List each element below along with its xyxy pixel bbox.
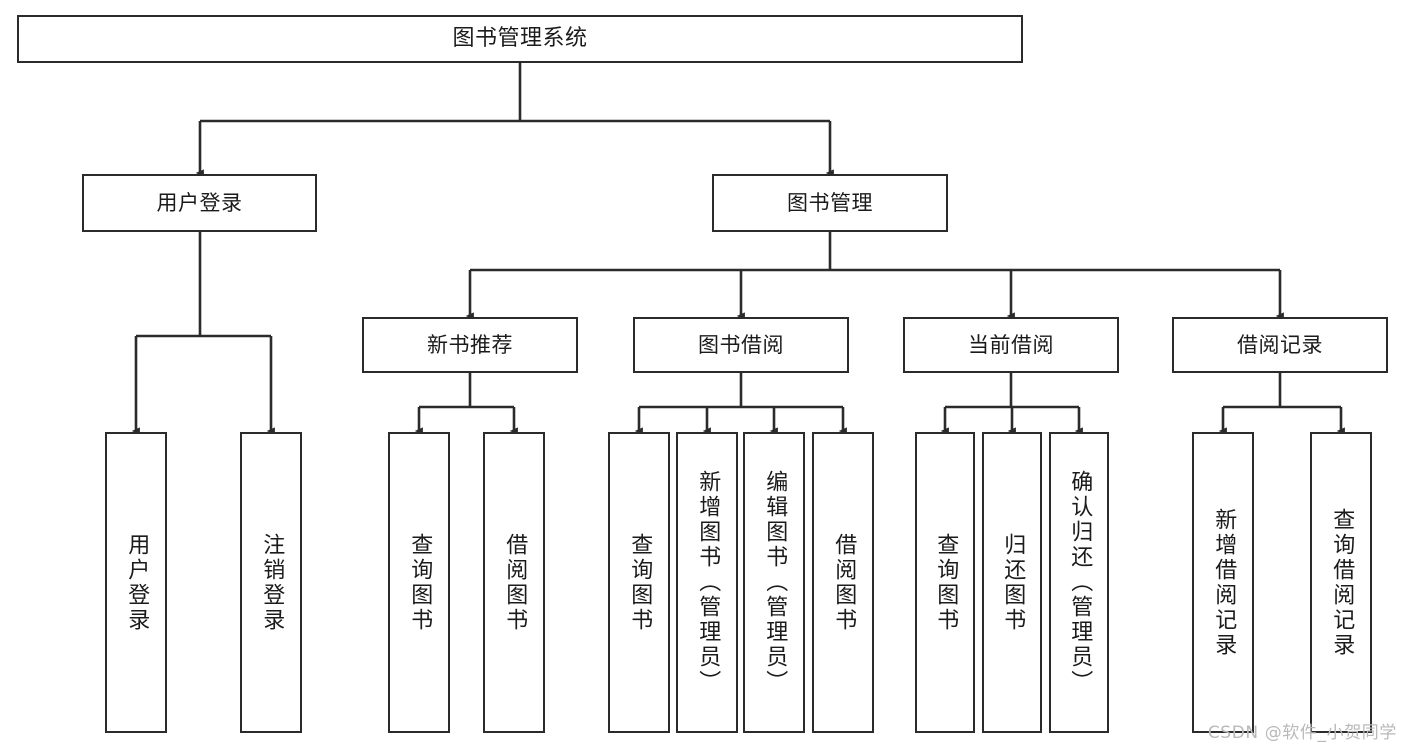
node-leaf-nb-borrow[interactable]: 借阅图书 (483, 432, 545, 733)
node-label-leaf-logout: 注销登录 (259, 532, 285, 633)
node-label-leaf-bo-borrow: 借阅图书 (831, 532, 857, 633)
node-label-current: 当前借阅 (968, 332, 1054, 357)
node-leaf-logout[interactable]: 注销登录 (240, 432, 302, 733)
node-leaf-bo-edit[interactable]: 编辑图书（管理员） (743, 432, 805, 733)
node-records[interactable]: 借阅记录 (1172, 317, 1388, 373)
node-label-leaf-login: 用户登录 (124, 532, 150, 633)
node-label-leaf-nb-query: 查询图书 (407, 532, 433, 633)
node-label-leaf-re-add: 新增借阅记录 (1211, 507, 1237, 658)
node-label-borrow: 图书借阅 (698, 332, 784, 357)
connector-edges (131, 63, 1345, 435)
node-label-leaf-cu-query: 查询图书 (933, 532, 959, 633)
node-leaf-bo-query[interactable]: 查询图书 (608, 432, 670, 733)
node-label-newbook: 新书推荐 (427, 332, 513, 357)
node-leaf-re-query[interactable]: 查询借阅记录 (1310, 432, 1372, 733)
node-newbook[interactable]: 新书推荐 (362, 317, 578, 373)
node-leaf-bo-add[interactable]: 新增图书（管理员） (676, 432, 738, 733)
node-label-bookmgmt: 图书管理 (787, 190, 873, 215)
node-label-login: 用户登录 (156, 190, 243, 215)
node-leaf-login[interactable]: 用户登录 (105, 432, 167, 733)
node-label-leaf-cu-return: 归还图书 (1000, 532, 1026, 633)
node-leaf-cu-return[interactable]: 归还图书 (982, 432, 1042, 733)
node-label-leaf-re-query: 查询借阅记录 (1329, 507, 1355, 658)
node-label-root: 图书管理系统 (452, 26, 588, 52)
node-label-records: 借阅记录 (1237, 332, 1323, 357)
node-label-leaf-bo-edit: 编辑图书（管理员） (762, 470, 788, 695)
node-label-leaf-cu-confirm: 确认归还（管理员） (1067, 470, 1093, 695)
node-login[interactable]: 用户登录 (82, 174, 317, 232)
node-current[interactable]: 当前借阅 (903, 317, 1119, 373)
node-label-leaf-bo-query: 查询图书 (627, 532, 653, 633)
node-leaf-bo-borrow[interactable]: 借阅图书 (812, 432, 874, 733)
node-leaf-cu-confirm[interactable]: 确认归还（管理员） (1049, 432, 1109, 733)
watermark-text: CSDN @软件_小贺同学 (1207, 723, 1397, 743)
node-label-leaf-nb-borrow: 借阅图书 (502, 532, 528, 633)
node-leaf-cu-query[interactable]: 查询图书 (915, 432, 975, 733)
node-leaf-nb-query[interactable]: 查询图书 (388, 432, 450, 733)
node-root[interactable]: 图书管理系统 (17, 15, 1023, 63)
node-label-leaf-bo-add: 新增图书（管理员） (695, 470, 721, 695)
node-bookmgmt[interactable]: 图书管理 (712, 174, 948, 232)
node-borrow[interactable]: 图书借阅 (633, 317, 849, 373)
node-leaf-re-add[interactable]: 新增借阅记录 (1192, 432, 1254, 733)
